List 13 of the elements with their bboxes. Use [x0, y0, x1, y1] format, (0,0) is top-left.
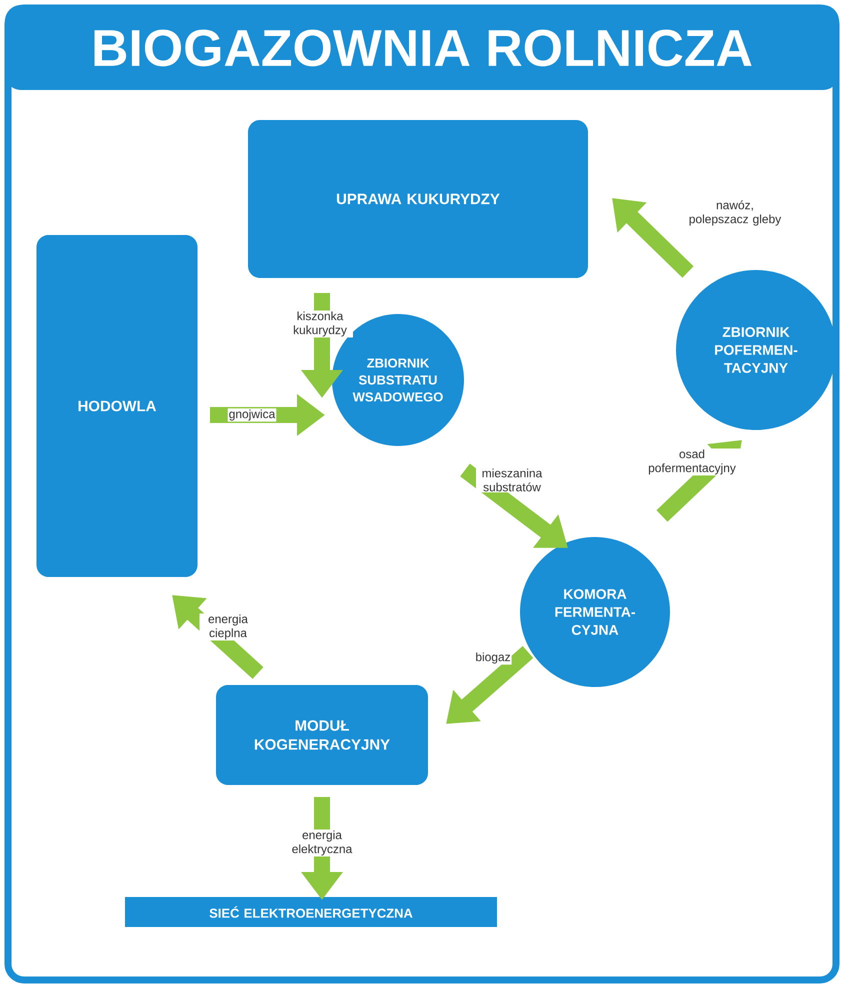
- edge-label: mieszanina substratów: [476, 468, 548, 492]
- edge-label: osad pofermentacyjny: [644, 448, 740, 476]
- edge-label: biogaz: [474, 651, 512, 665]
- edge-label: energia cieplna: [200, 613, 256, 641]
- grid-bar: SIEĆ ELEKTROENERGETYCZNA: [125, 897, 497, 927]
- edge-label: gnojwica: [228, 408, 276, 422]
- title: BIOGAZOWNIA ROLNICZA: [94, 30, 752, 66]
- edge-label: energia elektryczna: [286, 829, 358, 857]
- edge-label: kiszonka kukurydzy: [287, 310, 353, 338]
- process-box: HODOWLA: [36, 235, 198, 577]
- process-box: UPRAWA KUKURYDZY: [248, 120, 588, 278]
- process-box: MODUŁ KOGENERACYJNY: [216, 685, 428, 785]
- edge-label: nawóz, polepszacz gleby: [684, 199, 786, 227]
